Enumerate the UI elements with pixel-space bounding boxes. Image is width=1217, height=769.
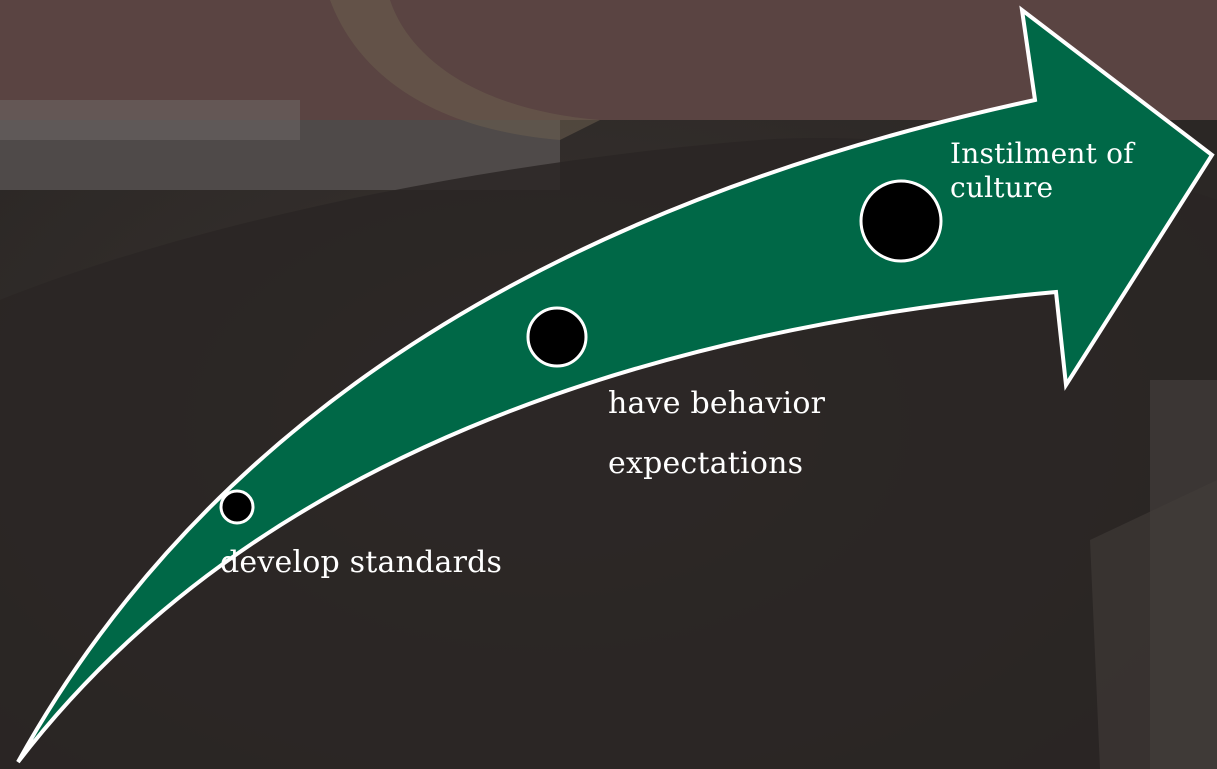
step-3-line-1: Instilment of — [950, 137, 1134, 170]
step-3-line-2: culture — [950, 171, 1054, 204]
milestone-dot-2 — [526, 306, 588, 368]
step-2-line-2: expectations — [608, 446, 804, 481]
step-label-instilment-of-culture: Instilment of culture — [950, 140, 1134, 202]
step-2-line-1: have behavior — [608, 386, 826, 421]
step-label-develop-standards: develop standards — [220, 548, 502, 578]
step-1-line-1: develop standards — [220, 545, 503, 580]
step-label-behavior-expectations: have behavior expectations — [608, 389, 825, 479]
milestone-dot-1 — [219, 489, 255, 525]
milestone-dot-3 — [859, 179, 943, 263]
